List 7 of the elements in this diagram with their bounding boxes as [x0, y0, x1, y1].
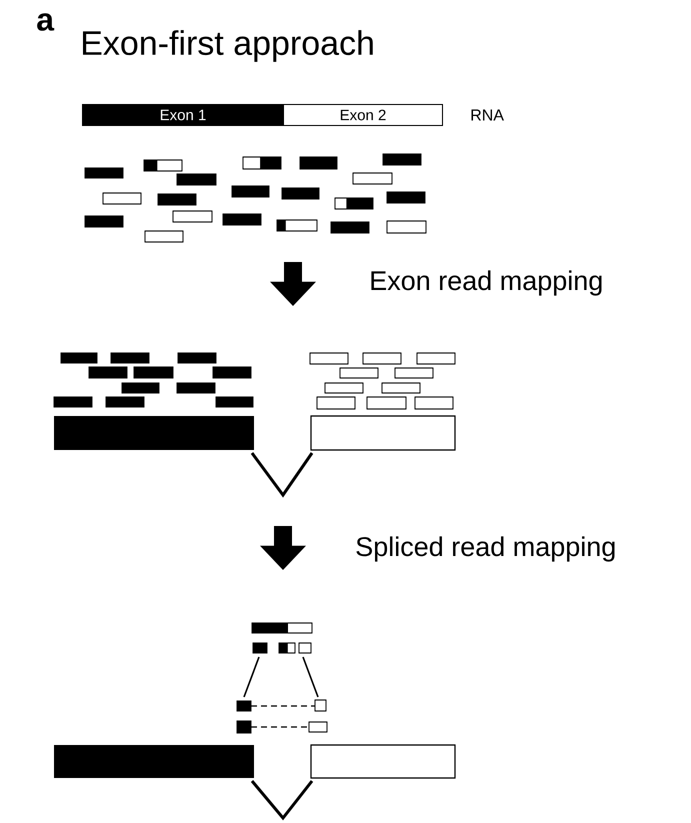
- rna-label: RNA: [472, 110, 504, 121]
- step-label: Exon read mapping: [371, 270, 602, 296]
- title: Exon-first approach: [83, 30, 373, 62]
- step-label: Spliced read mapping: [356, 536, 615, 562]
- exon-box: Exon 1: [82, 104, 284, 126]
- exon-box: Exon 2: [283, 104, 443, 126]
- panel-letter: a: [37, 13, 54, 31]
